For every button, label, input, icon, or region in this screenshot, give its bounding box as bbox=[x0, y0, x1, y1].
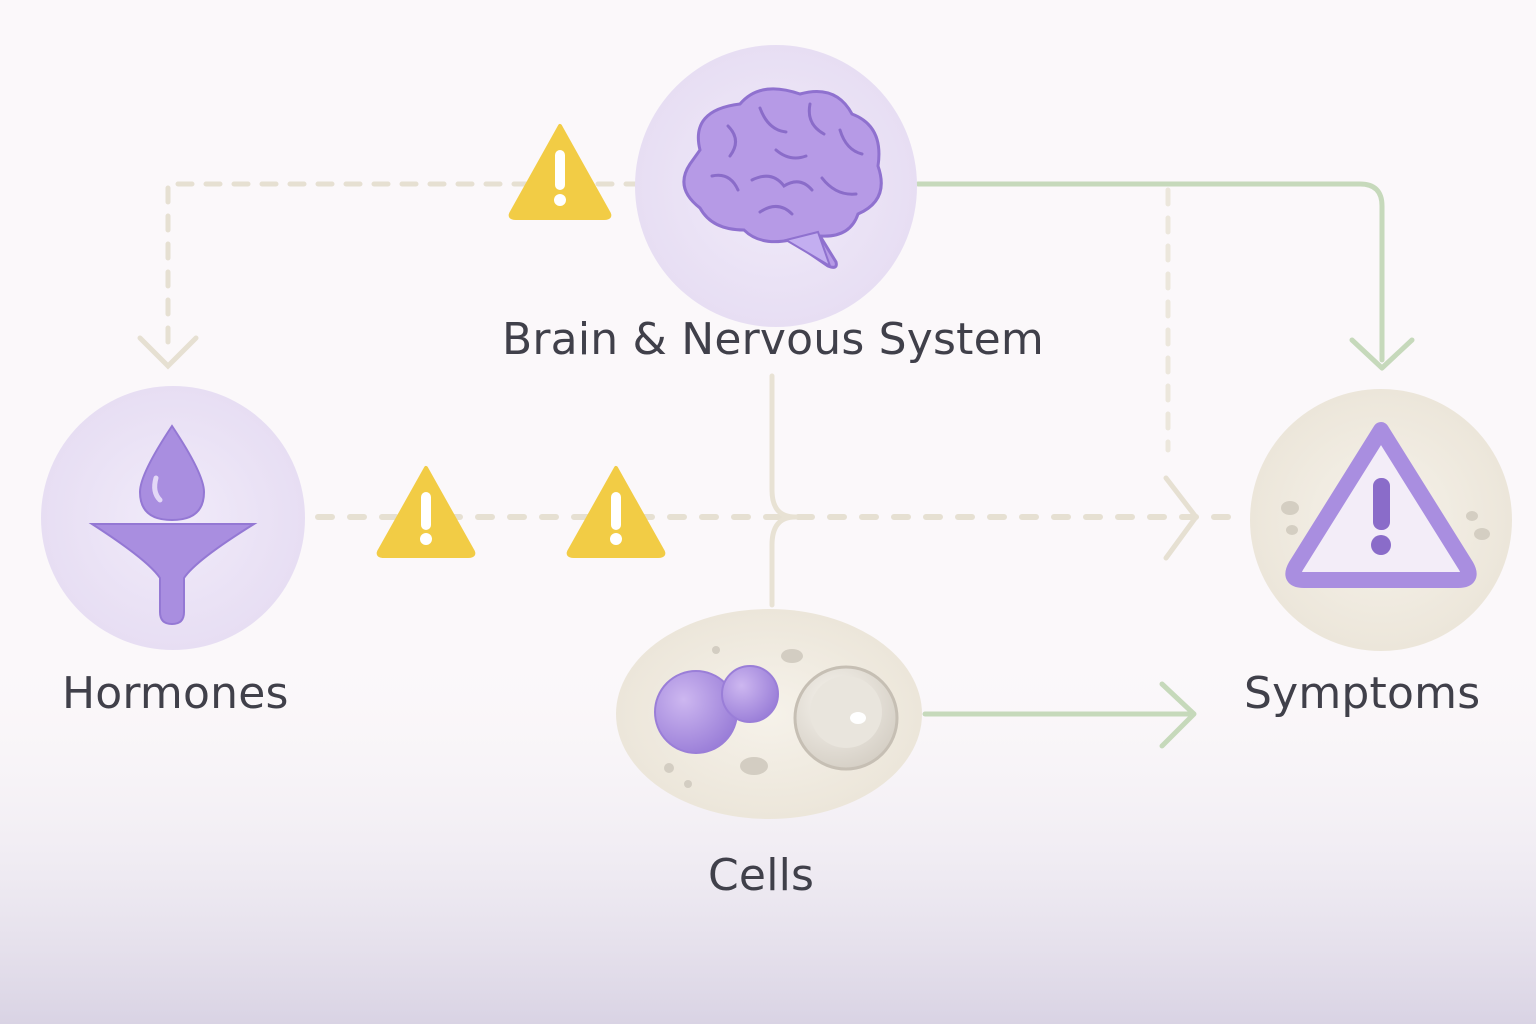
brain-icon bbox=[682, 87, 883, 269]
connector-brain-to-hormones bbox=[137, 181, 643, 370]
node-symptoms[interactable] bbox=[1250, 389, 1512, 651]
symptoms-label: Symptoms bbox=[1244, 668, 1481, 719]
warning-triangle-icon bbox=[1281, 422, 1490, 588]
node-brain[interactable] bbox=[635, 45, 917, 327]
node-cells[interactable] bbox=[616, 609, 922, 819]
node-hormones[interactable] bbox=[41, 386, 305, 650]
warning-icon bbox=[566, 466, 666, 558]
hormones-label: Hormones bbox=[62, 668, 289, 719]
warning-icon bbox=[508, 124, 612, 220]
hormone-drop-icon bbox=[88, 424, 258, 626]
warning-icon bbox=[376, 466, 476, 558]
connector-brain-to-cells bbox=[769, 373, 798, 608]
cells-icon bbox=[654, 646, 899, 788]
cells-label: Cells bbox=[708, 850, 815, 901]
connector-brain-to-symptoms bbox=[915, 181, 1415, 371]
connector-cells-to-symptoms bbox=[922, 681, 1197, 749]
brain-label: Brain & Nervous System bbox=[502, 314, 1044, 365]
connector-hormones-to-symptoms bbox=[315, 475, 1241, 561]
